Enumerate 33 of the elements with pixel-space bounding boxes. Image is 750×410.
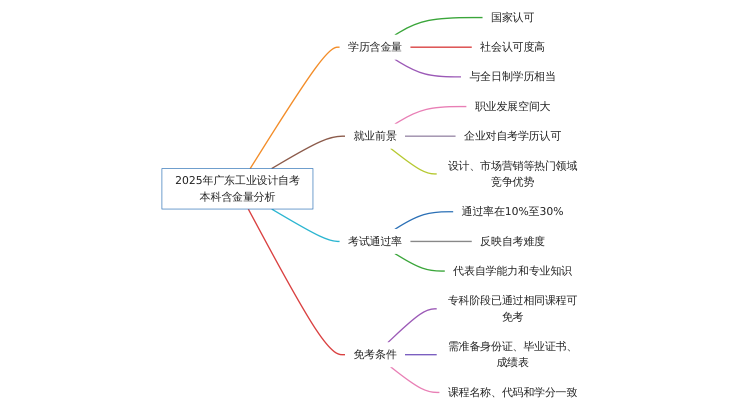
node-text: 考试通过率 — [348, 234, 402, 248]
connector — [394, 58, 462, 78]
connector — [271, 136, 346, 170]
connector — [394, 106, 467, 125]
connector — [394, 211, 454, 230]
node-text: 反映自考难度 — [480, 234, 545, 248]
connector — [394, 16, 483, 36]
node-text: 国家认可 — [490, 10, 534, 24]
node-text: 代表自学能力和专业知识 — [453, 264, 572, 278]
connector — [394, 252, 446, 272]
node-box: 2025年广东工业设计自考本科含金量分析 — [162, 168, 314, 210]
node-text: 专科阶段已通过相同课程可免考 — [448, 294, 578, 324]
node-text: 社会认可度高 — [480, 40, 545, 54]
connector — [404, 136, 456, 137]
connector — [387, 308, 438, 344]
node-text: 课程名称、代码和学分一致 — [448, 386, 578, 399]
node-text: 企业对自考学历认可 — [464, 129, 562, 142]
node-text: 与全日制学历相当 — [469, 70, 556, 83]
connector — [250, 46, 340, 169]
node-text: 学历含金量 — [348, 40, 402, 54]
node-text: 通过率在10%至30% — [462, 205, 564, 218]
connector — [248, 208, 346, 356]
node-text: 职业发展空间大 — [474, 100, 550, 113]
node-text: 免考条件 — [353, 348, 397, 361]
node-text: 需准备身份证、毕业证书、成绩表 — [448, 340, 578, 369]
connector — [390, 148, 438, 175]
connector — [271, 208, 340, 242]
connector — [404, 354, 438, 356]
node-text: 设计、市场营销等热门领域竞争优势 — [448, 159, 578, 188]
connector — [410, 46, 472, 48]
node-text: 就业前景 — [353, 129, 397, 142]
connector — [410, 240, 472, 242]
connector — [390, 366, 440, 394]
